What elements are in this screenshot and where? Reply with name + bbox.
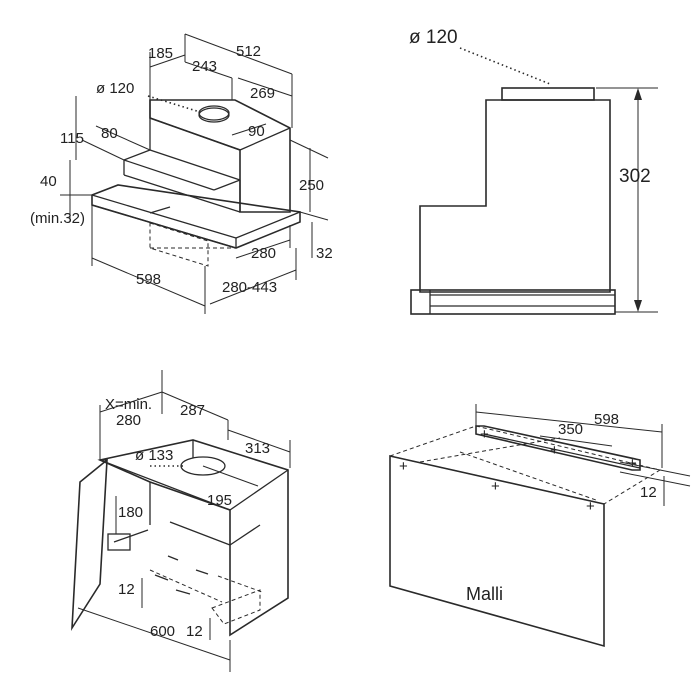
- dim-115: 115: [60, 130, 84, 147]
- cab-dim-313: 313: [245, 440, 270, 457]
- dim-250: 250: [299, 177, 324, 194]
- svg-text:+: +: [550, 442, 559, 459]
- model-label: Malli: [466, 584, 503, 604]
- cabinet-installation-view: X=min. 280 287 313 ø 133 195 180 12 600 …: [71, 370, 291, 672]
- side-dim-302: 302: [619, 166, 651, 187]
- dim-80: 80: [101, 125, 118, 142]
- hood-isometric-view: 185 512 243 ø 120 269 115 80 90 250 40 (…: [30, 33, 333, 314]
- dim-185: 185: [148, 45, 173, 62]
- svg-text:+: +: [491, 478, 500, 495]
- hood-visor: [91, 184, 301, 267]
- dim-min-32: (min.32): [30, 210, 85, 227]
- dim-598: 598: [136, 271, 161, 288]
- svg-text:+: +: [480, 426, 489, 443]
- svg-text:+: +: [399, 458, 408, 475]
- cab-dim-195: 195: [207, 492, 232, 509]
- tpl-dim-598: 598: [594, 411, 619, 428]
- dim-40: 40: [40, 173, 57, 190]
- svg-text:+: +: [586, 498, 595, 515]
- dim-90: 90: [248, 123, 265, 140]
- cab-dim-phi-133: ø 133: [135, 447, 173, 464]
- side-dim-phi-120: ø 120: [409, 27, 458, 48]
- dim-phi-120: ø 120: [96, 80, 134, 97]
- cab-dim-180: 180: [118, 504, 143, 521]
- hood-dimension-lines: [60, 33, 329, 314]
- tpl-dim-350: 350: [558, 421, 583, 438]
- cab-dim-600: 600: [150, 623, 175, 640]
- hood-body: [123, 99, 291, 213]
- hood-side-profile: ø 120 302: [409, 27, 658, 315]
- cab-dim-287: 287: [180, 402, 205, 419]
- mounting-template-view: + + + + + + 598 350 12 Malli: [388, 404, 691, 648]
- dim-280-443: 280-443: [222, 279, 277, 296]
- cab-dim-280: 280: [116, 412, 141, 429]
- dim-512: 512: [236, 43, 261, 60]
- cab-dim-x-min: X=min.: [105, 396, 152, 413]
- dim-32: 32: [316, 245, 333, 262]
- dim-243: 243: [192, 58, 217, 75]
- dim-269: 269: [250, 85, 275, 102]
- cab-dim-12-side: 12: [118, 581, 135, 598]
- tpl-dim-12: 12: [640, 484, 657, 501]
- svg-text:+: +: [628, 455, 637, 472]
- dim-280: 280: [251, 245, 276, 262]
- cab-dim-12-bottom: 12: [186, 623, 203, 640]
